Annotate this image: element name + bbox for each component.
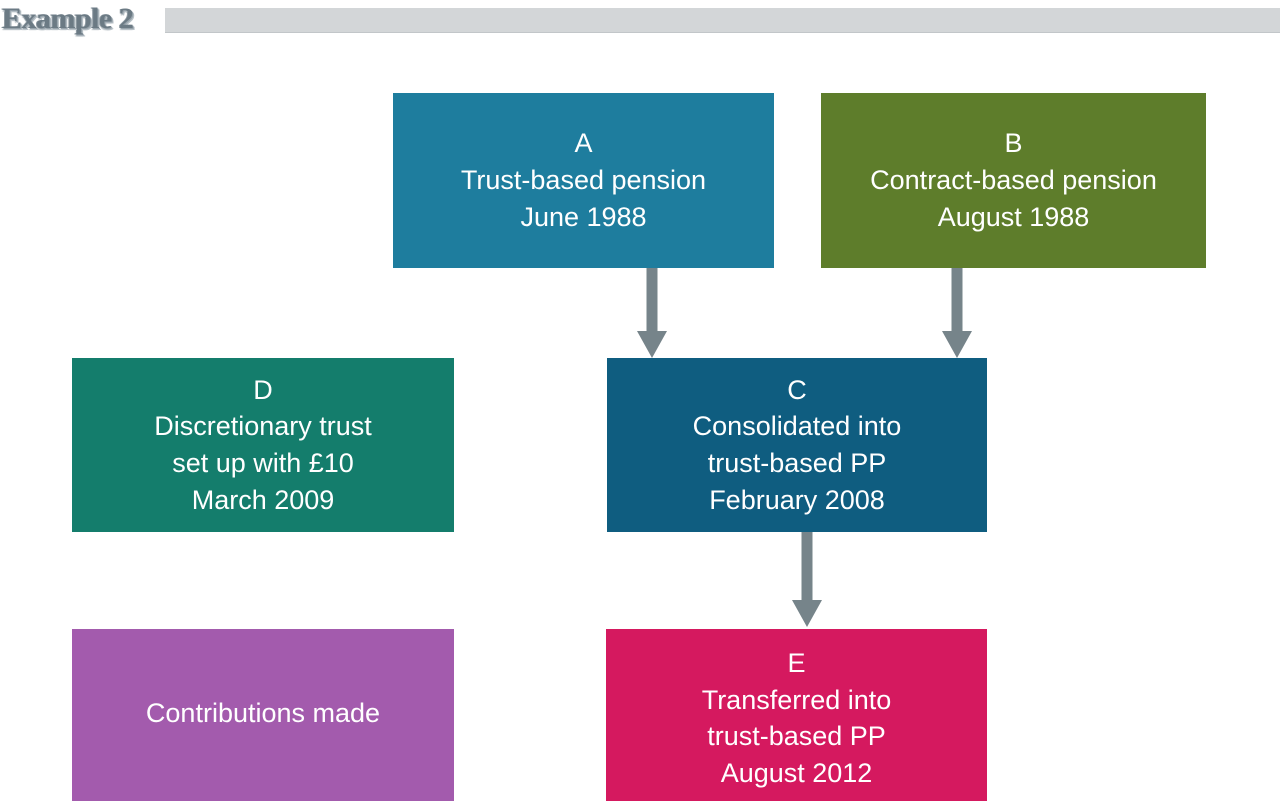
node-a-trust-based-pension[interactable]: A Trust-based pension June 1988 [393,93,774,268]
node-c-line-3: trust-based PP [707,448,887,478]
node-c-consolidated-into-trust-based-pp[interactable]: C Consolidated into trust-based PP Febru… [607,358,987,532]
node-a-line-2: Trust-based pension [460,165,707,196]
node-b-line-3: August 1988 [937,201,1090,232]
node-e-line-3: trust-based PP [707,721,886,752]
node-d-line-4: March 2009 [191,484,335,515]
node-b-line-1: B [1004,128,1023,159]
node-d-line-3: set up with £10 [172,448,354,478]
node-c-line-2: Consolidated into [692,411,902,442]
node-contributions-label: Contributions made [145,698,381,728]
node-c-line-1: C [787,374,807,405]
node-e-line-2: Transferred into [701,684,892,715]
arrow-b-to-c [936,268,978,360]
node-e-line-4: August 2012 [720,758,873,789]
node-b-contract-based-pension[interactable]: B Contract-based pension August 1988 [821,93,1206,268]
node-d-discretionary-trust[interactable]: D Discretionary trust set up with £10 Ma… [72,358,454,532]
node-d-line-1: D [253,374,273,405]
node-b-line-2: Contract-based pension [870,165,1157,196]
header-bar [165,8,1280,33]
node-a-line-1: A [574,128,593,159]
node-c-line-4: February 2008 [709,484,885,515]
arrow-c-to-e [786,532,828,630]
node-d-line-2: Discretionary trust [154,411,372,442]
page-title: Example 2 [2,2,134,35]
node-a-line-3: June 1988 [520,201,647,232]
node-e-transferred-into-trust-based-pp[interactable]: E Transferred into trust-based PP August… [606,629,987,801]
node-contributions-made[interactable]: Contributions made [72,629,454,801]
node-e-line-1: E [787,648,806,678]
arrow-a-to-c [631,268,673,360]
